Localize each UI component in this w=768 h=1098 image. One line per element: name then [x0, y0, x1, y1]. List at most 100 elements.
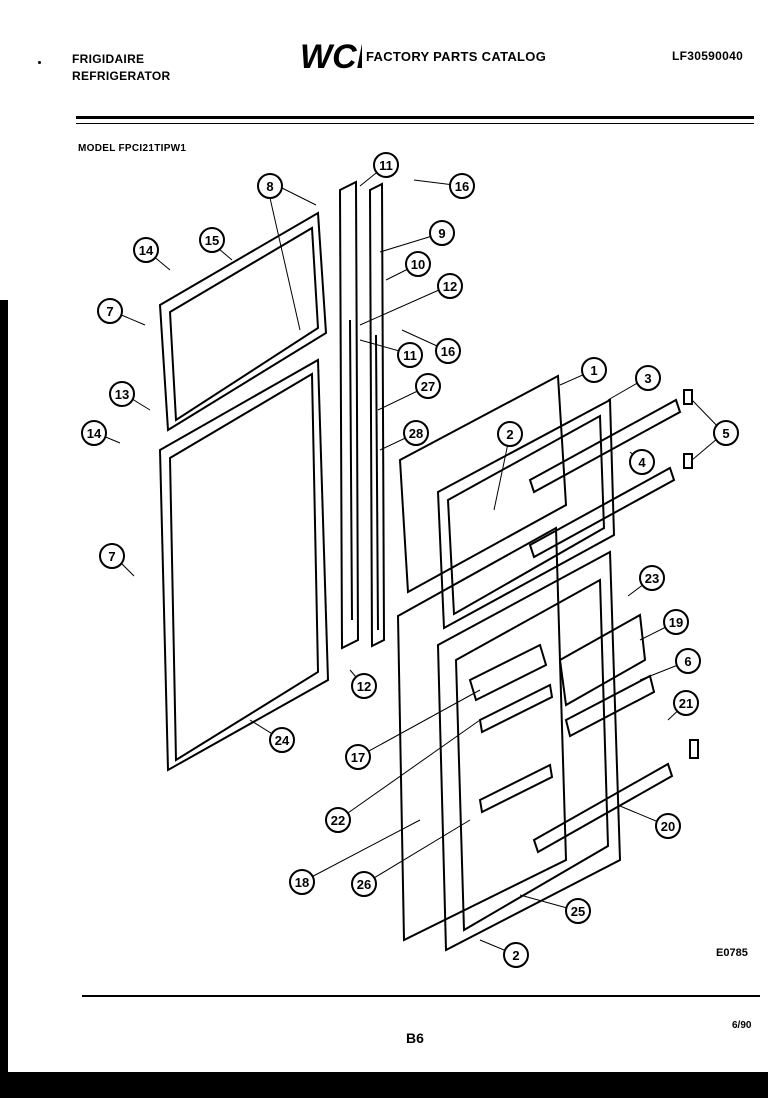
callout-24: 24 [269, 727, 295, 753]
callout-2-top: 2 [497, 421, 523, 447]
callout-22: 22 [325, 807, 351, 833]
svg-text:12: 12 [443, 279, 457, 294]
svg-text:16: 16 [455, 179, 469, 194]
trim-strip-right [368, 182, 386, 648]
fresh-food-door-gasket [396, 526, 568, 942]
page-number: B6 [406, 1030, 424, 1046]
svg-text:18: 18 [295, 875, 309, 890]
bracket-21 [689, 739, 699, 759]
freezer-gasket [158, 211, 328, 432]
callout-bubbles: 11 16 8 9 10 14 15 12 7 16 11 1 3 27 13 … [81, 152, 739, 968]
svg-text:1: 1 [590, 363, 597, 378]
callout-1: 1 [581, 357, 607, 383]
svg-text:14: 14 [139, 243, 154, 258]
callout-5: 5 [713, 420, 739, 446]
callout-11-top: 11 [373, 152, 399, 178]
svg-text:14: 14 [87, 426, 102, 441]
callout-9: 9 [429, 220, 455, 246]
clip-5-upper [683, 389, 693, 405]
door-rack-26 [478, 763, 554, 814]
svg-text:28: 28 [409, 426, 423, 441]
svg-text:27: 27 [421, 379, 435, 394]
svg-text:23: 23 [645, 571, 659, 586]
door-bin-19 [558, 613, 647, 707]
callout-14-mid: 14 [81, 420, 107, 446]
callout-12-bottom: 12 [351, 673, 377, 699]
svg-text:11: 11 [403, 348, 417, 363]
callout-26: 26 [351, 871, 377, 897]
svg-text:25: 25 [571, 904, 585, 919]
scan-edge [0, 300, 8, 1080]
svg-text:8: 8 [266, 179, 273, 194]
model-number: MODEL FPCI21TIPW1 [78, 143, 187, 154]
header-rule-thin [76, 123, 754, 124]
svg-text:9: 9 [438, 226, 445, 241]
freezer-door-liner [436, 398, 616, 630]
door-bin-6 [564, 674, 656, 738]
wci-logo: WCI [300, 38, 362, 72]
callout-8: 8 [257, 173, 283, 199]
svg-text:7: 7 [106, 304, 113, 319]
freezer-shelf-lower [528, 466, 676, 559]
logo-letters: WCI [300, 38, 362, 72]
callout-23: 23 [639, 565, 665, 591]
svg-text:22: 22 [331, 813, 345, 828]
fresh-food-door-liner [436, 550, 622, 952]
svg-text:26: 26 [357, 877, 371, 892]
trim-strip-left [338, 180, 360, 650]
callout-20: 20 [655, 813, 681, 839]
figure-reference: E0785 [716, 947, 748, 959]
svg-text:4: 4 [638, 455, 646, 470]
svg-text:2: 2 [506, 427, 513, 442]
svg-text:2: 2 [512, 948, 519, 963]
leader-lines [95, 164, 725, 956]
door-drawing [158, 180, 699, 952]
svg-text:21: 21 [679, 696, 693, 711]
svg-text:19: 19 [669, 615, 683, 630]
freezer-gasket-inner [168, 226, 320, 422]
callout-28: 28 [403, 420, 429, 446]
svg-text:11: 11 [379, 158, 393, 173]
callout-4: 4 [629, 449, 655, 475]
svg-text:12: 12 [357, 679, 371, 694]
svg-text:20: 20 [661, 819, 675, 834]
callout-3: 3 [635, 365, 661, 391]
callout-16-top: 16 [449, 173, 475, 199]
callout-27: 27 [415, 373, 441, 399]
fresh-food-gasket-inner [168, 372, 320, 762]
freezer-shelf-upper [528, 398, 682, 494]
fresh-food-gasket [158, 358, 330, 772]
door-shelf-20 [532, 762, 674, 854]
callout-2-bottom: 2 [503, 942, 529, 968]
scan-bottom-edge [0, 1072, 768, 1098]
callout-21: 21 [673, 690, 699, 716]
callout-19: 19 [663, 609, 689, 635]
brand-name: FRIGIDAIRE [72, 52, 145, 66]
product-type: REFRIGERATOR [72, 69, 171, 83]
svg-text:5: 5 [722, 426, 729, 441]
svg-text:16: 16 [441, 344, 455, 359]
svg-text:13: 13 [115, 387, 129, 402]
catalog-title: FACTORY PARTS CATALOG [366, 49, 547, 64]
callout-13: 13 [109, 381, 135, 407]
callout-11-mid: 11 [397, 342, 423, 368]
header-rule-thick [76, 116, 754, 119]
callout-18: 18 [289, 869, 315, 895]
fresh-food-door-liner-inner [454, 578, 610, 932]
door-rack-22 [478, 683, 554, 734]
svg-text:3: 3 [644, 371, 651, 386]
scan-speck [38, 61, 41, 64]
catalog-number: LF30590040 [672, 49, 744, 63]
freezer-door-gasket [398, 374, 568, 594]
svg-text:6: 6 [684, 654, 691, 669]
trim-strip-detail-2 [375, 334, 379, 631]
callout-14-top: 14 [133, 237, 159, 263]
svg-text:24: 24 [275, 733, 290, 748]
callout-15: 15 [199, 227, 225, 253]
svg-text:17: 17 [351, 750, 365, 765]
svg-text:15: 15 [205, 233, 219, 248]
callout-7-top: 7 [97, 298, 123, 324]
freezer-door-liner-inner [446, 414, 606, 616]
footer-rule [82, 995, 760, 997]
